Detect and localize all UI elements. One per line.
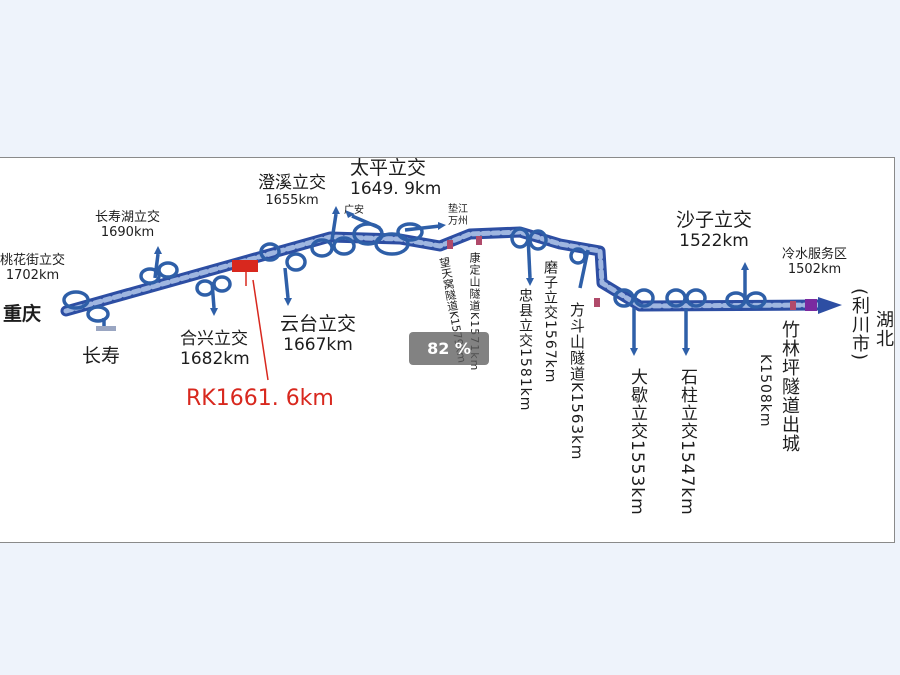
label-shizhu: 石柱立交1547km (677, 368, 697, 516)
label-fangdou: 方斗山隧道K1563km (568, 302, 586, 461)
zoom-indicator: 82 % (409, 332, 489, 365)
label-zhongxian: 忠县立交1581km (517, 288, 533, 412)
label-daxie: 大歇立交1553km (627, 368, 647, 516)
label-changshou: 长寿 (82, 345, 121, 367)
label-hexing: 合兴立交 1682km (180, 329, 250, 369)
label-destination: 垫江 万州 (448, 204, 468, 227)
location-marker (232, 260, 269, 381)
route-map-panel: 桃花街立交 1702km 重庆 长寿湖立交 1690km 长寿 合兴立交 168… (0, 157, 895, 543)
label-chongqing: 重庆 (3, 303, 42, 325)
label-taiping: 太平立交 1649. 9km (350, 157, 442, 199)
label-shazi: 沙子立交 1522km (676, 209, 753, 251)
label-taohuajie: 桃花街立交 1702km (0, 253, 66, 283)
label-yuntai: 云台立交 1667km (280, 313, 357, 355)
spur-arrow-icons (154, 206, 749, 356)
label-zhulinping: 竹林坪隧道出城 (779, 320, 800, 453)
label-zhulinping-km: K1508km (757, 354, 773, 428)
destination-arrow-icon (818, 297, 842, 314)
tunnel-markers (447, 236, 796, 310)
expressway-route-diagram (60, 206, 842, 381)
label-changshouhu: 长寿湖立交 1690km (95, 210, 161, 240)
label-guangan: 广安 (344, 205, 364, 216)
label-mozi: 磨子立交1567km (542, 260, 558, 384)
marker-label: RK1661. 6km (186, 386, 334, 411)
interchange-ramps (62, 213, 767, 348)
label-chengxi: 澄溪立交 1655km (258, 173, 326, 208)
junction-stub (96, 326, 116, 331)
label-lichuan: (利川市) (849, 288, 870, 362)
service-area-marker (805, 299, 817, 311)
label-hubei: 湖北 (873, 310, 894, 348)
label-lengshui: 冷水服务区 1502km (782, 247, 848, 277)
